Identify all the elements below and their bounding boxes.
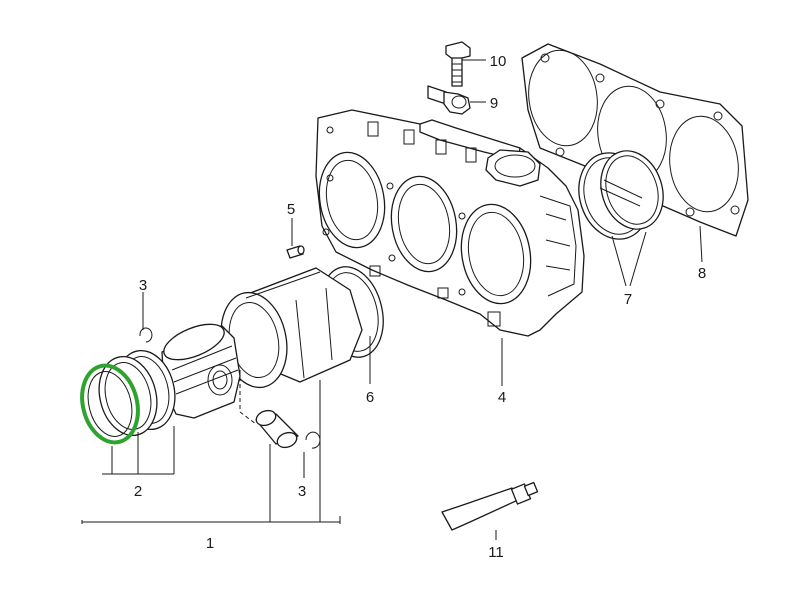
callout-5: 5 <box>287 201 295 218</box>
callout-11: 11 <box>488 544 504 561</box>
cylinder-seal-rings[interactable] <box>568 143 673 249</box>
callout-10: 10 <box>490 53 507 70</box>
highlighted-ring[interactable] <box>74 360 145 449</box>
leader-lines <box>81 59 703 540</box>
dowel-pin[interactable] <box>286 245 305 259</box>
callout-9: 9 <box>490 95 498 112</box>
knock-sensor[interactable] <box>427 85 471 115</box>
callout-6: 6 <box>366 389 374 406</box>
bolt[interactable] <box>445 41 471 87</box>
piston[interactable] <box>159 317 241 419</box>
callout-3-lower: 3 <box>298 483 306 500</box>
cylinder-block[interactable] <box>312 109 585 337</box>
callout-3-upper: 3 <box>139 277 147 294</box>
callout-8: 8 <box>698 265 706 282</box>
circlip-lower[interactable] <box>305 431 321 449</box>
callout-labels: 1 2 3 3 4 5 6 7 8 9 10 11 <box>134 53 706 561</box>
callout-2: 2 <box>134 483 142 500</box>
callout-4: 4 <box>498 389 506 406</box>
sealant-tube[interactable] <box>441 481 539 531</box>
piston-rings[interactable] <box>74 344 182 448</box>
circlip-upper[interactable] <box>139 327 153 343</box>
piston-pin[interactable] <box>239 370 299 450</box>
callout-1: 1 <box>206 535 214 552</box>
callout-7: 7 <box>624 291 632 308</box>
